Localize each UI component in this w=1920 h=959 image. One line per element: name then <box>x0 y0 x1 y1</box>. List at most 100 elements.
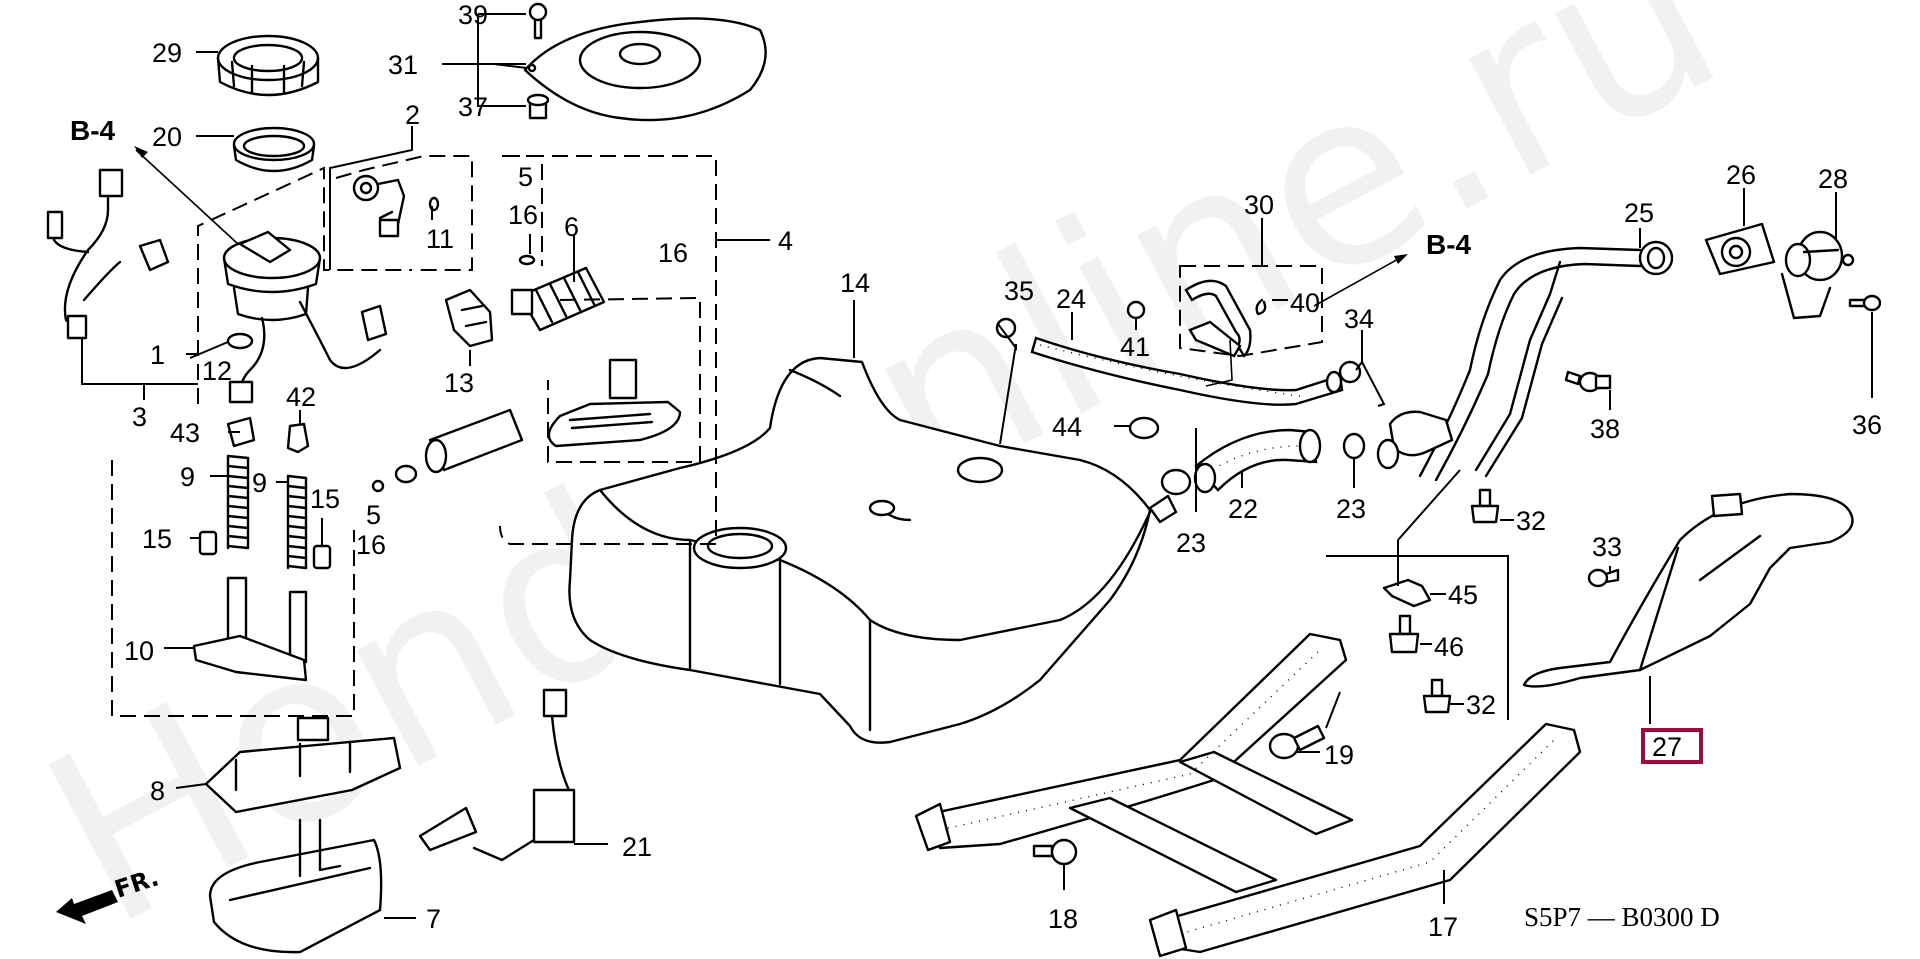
part-35-clamp[interactable] <box>995 317 1017 339</box>
part-32-bolt-b[interactable] <box>1422 678 1452 714</box>
callout-25[interactable]: 25 <box>1624 198 1654 228</box>
callout-4[interactable]: 4 <box>778 226 793 256</box>
callout-2[interactable]: 2 <box>405 100 420 130</box>
callout-5-lower[interactable]: 5 <box>366 500 381 530</box>
part-15-cap-b[interactable] <box>312 544 332 570</box>
part-29-lock-ring[interactable] <box>216 34 320 97</box>
callout-16-strainer[interactable]: 16 <box>658 238 688 268</box>
callout-23-left[interactable]: 23 <box>1176 528 1206 558</box>
callout-37[interactable]: 37 <box>458 92 488 122</box>
callout-30[interactable]: 30 <box>1244 190 1274 220</box>
part-10-holder[interactable] <box>192 576 308 682</box>
part-fuel-pump-motor[interactable] <box>371 408 524 493</box>
callout-46[interactable]: 46 <box>1434 632 1464 662</box>
callout-12[interactable]: 12 <box>202 356 232 386</box>
callout-36[interactable]: 36 <box>1852 410 1882 440</box>
part-30-hose-set[interactable] <box>1184 279 1252 358</box>
callout-14[interactable]: 14 <box>840 268 870 298</box>
callout-38[interactable]: 38 <box>1590 414 1620 444</box>
part-42-clip[interactable] <box>286 422 310 454</box>
part-44-clamp[interactable] <box>1128 416 1160 440</box>
part-34-clamp[interactable] <box>1338 360 1362 384</box>
callout-9-left[interactable]: 9 <box>180 462 195 492</box>
part-31-cover[interactable] <box>523 17 767 122</box>
callout-16-lower[interactable]: 16 <box>356 530 386 560</box>
callout-1[interactable]: 1 <box>150 340 165 370</box>
callout-11[interactable]: 11 <box>426 224 454 254</box>
part-14-fuel-tank[interactable] <box>568 356 1178 744</box>
part-21-fuel-gauge-sender[interactable] <box>418 688 576 862</box>
callout-15-left[interactable]: 15 <box>142 524 172 554</box>
part-3-harness[interactable] <box>46 168 170 340</box>
part-9-spring-a[interactable] <box>226 454 250 550</box>
callout-44[interactable]: 44 <box>1052 412 1082 442</box>
reference-b4-right[interactable]: B-4 <box>1426 229 1472 260</box>
callout-9-right[interactable]: 9 <box>252 468 267 498</box>
part-27-filler-pipe-guard[interactable] <box>1522 492 1854 688</box>
callout-26[interactable]: 26 <box>1726 160 1756 190</box>
callout-43[interactable]: 43 <box>170 418 200 448</box>
part-2-pressure-regulator[interactable] <box>352 174 406 238</box>
callout-10[interactable]: 10 <box>124 636 154 666</box>
callout-19[interactable]: 19 <box>1324 740 1354 770</box>
part-16-washer-a[interactable] <box>518 254 536 266</box>
part-24-hose[interactable] <box>1030 336 1344 406</box>
callout-35[interactable]: 35 <box>1004 276 1034 306</box>
callout-21[interactable]: 21 <box>622 832 652 862</box>
callout-39[interactable]: 39 <box>458 0 488 30</box>
part-38-bolt[interactable] <box>1564 370 1612 393</box>
callout-40[interactable]: 40 <box>1290 288 1320 318</box>
callout-33[interactable]: 33 <box>1592 532 1622 562</box>
part-43-clip[interactable] <box>226 416 256 448</box>
callout-18[interactable]: 18 <box>1048 904 1078 934</box>
callout-3[interactable]: 3 <box>132 402 147 432</box>
callout-15-right[interactable]: 15 <box>310 484 340 514</box>
part-41-clamp[interactable] <box>1126 300 1146 320</box>
callout-42[interactable]: 42 <box>286 382 316 412</box>
part-25-fuel-filler-pipe[interactable] <box>1376 240 1674 482</box>
part-8-cover[interactable] <box>204 716 402 814</box>
callout-23-right[interactable]: 23 <box>1336 494 1366 524</box>
part-15-cap-a[interactable] <box>198 530 218 556</box>
callout-8[interactable]: 8 <box>150 776 165 806</box>
part-22-hose[interactable] <box>1193 428 1322 494</box>
callout-41[interactable]: 41 <box>1120 332 1150 362</box>
reference-b4-left[interactable]: B-4 <box>70 115 116 146</box>
part-17-tank-strap-frame[interactable] <box>914 632 1582 958</box>
callout-29[interactable]: 29 <box>152 38 182 68</box>
callout-7[interactable]: 7 <box>426 904 441 934</box>
part-7-base[interactable] <box>208 818 383 954</box>
part-45-bracket[interactable] <box>1382 578 1432 608</box>
part-33-nut[interactable] <box>1587 568 1620 588</box>
callout-16-upper[interactable]: 16 <box>508 200 538 230</box>
callout-20[interactable]: 20 <box>152 122 182 152</box>
callout-31[interactable]: 31 <box>388 50 418 80</box>
callout-17[interactable]: 17 <box>1428 912 1458 942</box>
part-28-fuel-filler-cap[interactable] <box>1780 230 1855 320</box>
part-32-bolt-a[interactable] <box>1470 488 1500 524</box>
callout-32-upper[interactable]: 32 <box>1516 506 1546 536</box>
callout-5-upper[interactable]: 5 <box>518 162 533 192</box>
callout-24[interactable]: 24 <box>1056 284 1086 314</box>
part-26-fuel-filler-housing[interactable] <box>1704 222 1776 276</box>
part-39-screw[interactable] <box>528 2 548 40</box>
callout-6[interactable]: 6 <box>564 212 579 242</box>
part-37-clip[interactable] <box>526 93 550 120</box>
callout-27[interactable]: 27 <box>1652 732 1682 762</box>
part-12-washer[interactable] <box>226 332 254 350</box>
part-36-bolt[interactable] <box>1848 294 1882 312</box>
callout-34[interactable]: 34 <box>1344 304 1374 334</box>
part-13-bracket[interactable] <box>444 288 494 348</box>
part-20-packing[interactable] <box>232 126 316 173</box>
part-19-bolt[interactable] <box>1268 724 1326 760</box>
part-1-fuel-pump-assembly[interactable] <box>222 230 322 322</box>
part-40-clip[interactable] <box>1255 298 1267 316</box>
part-23-clamp-b[interactable] <box>1342 432 1366 460</box>
part-23-clamp-a[interactable] <box>1160 468 1192 496</box>
callout-22[interactable]: 22 <box>1228 494 1258 524</box>
callout-13[interactable]: 13 <box>444 368 474 398</box>
callout-45[interactable]: 45 <box>1448 580 1478 610</box>
part-18-bolt[interactable] <box>1032 838 1078 866</box>
part-16-strainer[interactable] <box>547 358 682 448</box>
part-9-spring-b[interactable] <box>286 474 308 570</box>
